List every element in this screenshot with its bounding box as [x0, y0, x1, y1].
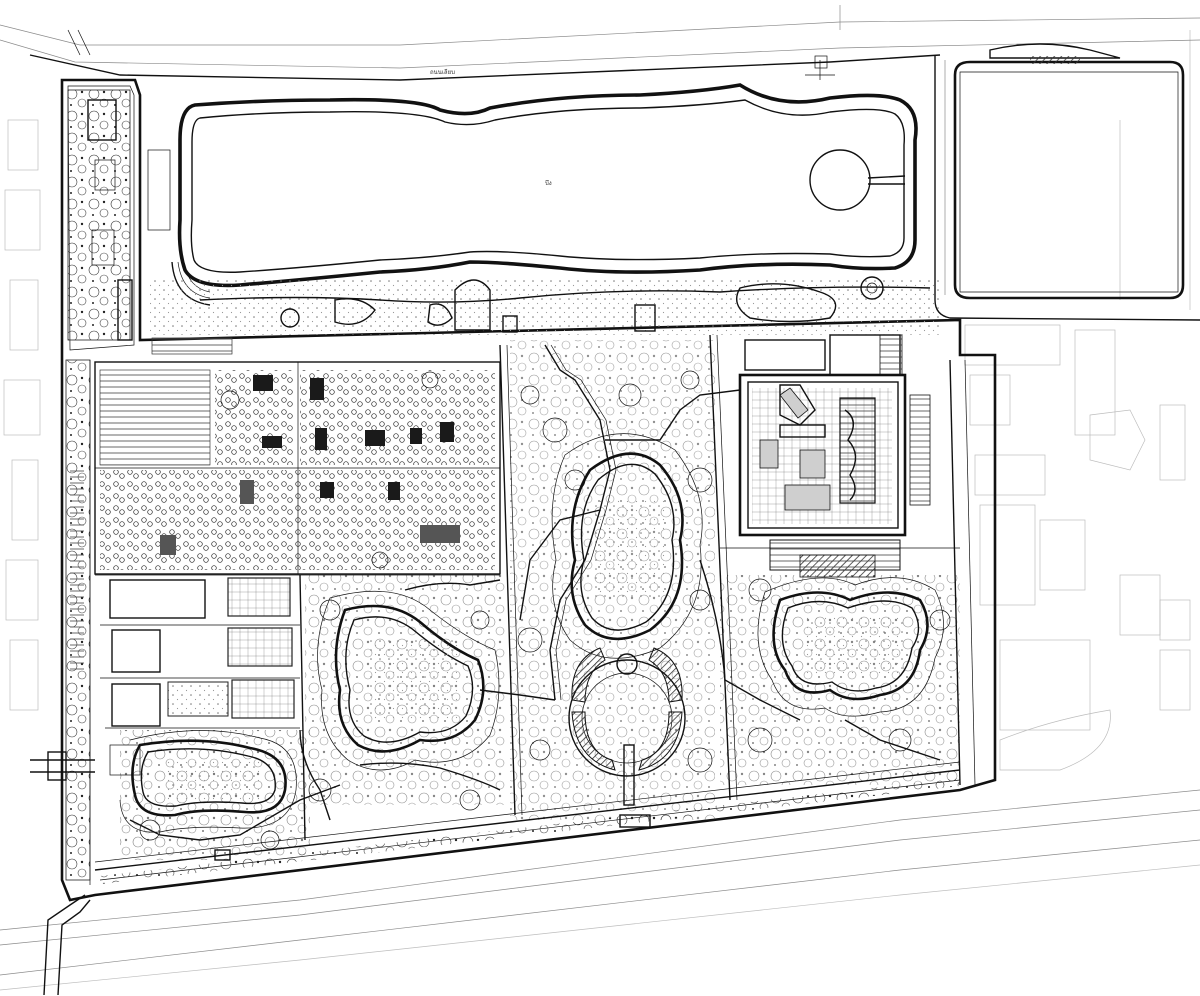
sw-greenhouses	[100, 577, 300, 729]
footpaths	[129, 344, 941, 841]
ne-parking	[953, 43, 1185, 300]
pond-centre-west	[305, 575, 505, 805]
west-entrance	[30, 744, 141, 781]
tree-canopy	[139, 370, 951, 850]
west-strip	[65, 89, 133, 881]
road-label: ถนนเลียบ	[430, 68, 455, 76]
pond-east	[720, 575, 960, 785]
internal-spines	[95, 334, 976, 841]
south-promenade	[94, 761, 961, 884]
pond-central	[510, 340, 715, 820]
main-building	[738, 334, 931, 578]
lake-edge-garden	[150, 55, 940, 335]
context-buildings	[3, 30, 1191, 771]
nursery-block	[94, 361, 501, 575]
lake-label: บึง	[545, 180, 552, 187]
